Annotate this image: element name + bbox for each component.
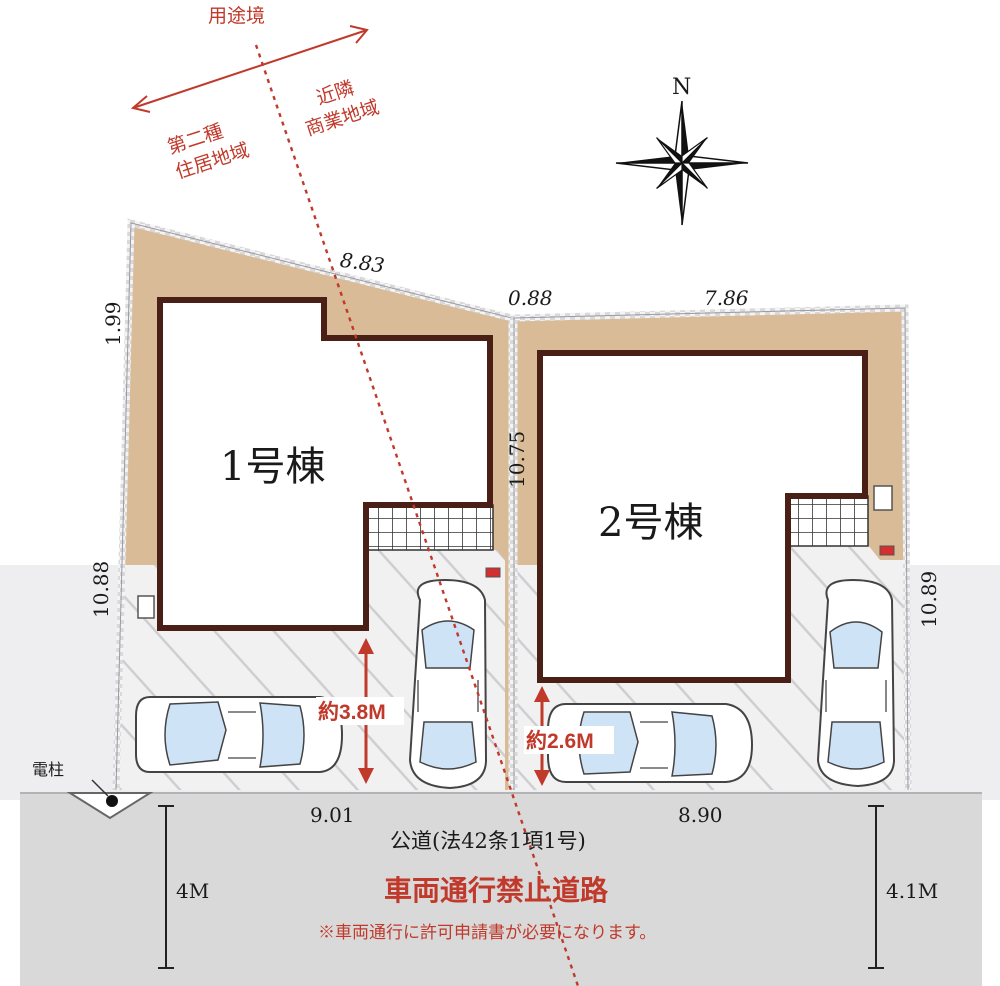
lot-2-depth-label: 約2.6M (526, 729, 594, 753)
dim-front-right: 8.90 (678, 803, 723, 827)
lot-1-label: 1号棟 (220, 444, 325, 490)
dim-left-upper: 1.99 (101, 301, 125, 346)
lot-2-label: 2号棟 (598, 500, 703, 546)
road-width-left: 4M (176, 879, 209, 903)
car-lot1-vertical (408, 578, 488, 790)
dim-left-lower: 10.88 (89, 561, 113, 618)
road-surface (20, 793, 982, 986)
lot-1 (112, 218, 516, 791)
lot-1-house (157, 297, 493, 631)
zone-right-line-2: 商業地域 (303, 96, 382, 140)
pole-label: 電柱 (32, 760, 64, 779)
road-restriction: 車両通行禁止道路 (384, 874, 609, 907)
road-name: 公道(法42条1項1号) (390, 829, 586, 853)
car-lot1-horizontal (135, 696, 344, 773)
utility-pole (106, 795, 118, 807)
lot-1-water-meter (485, 567, 501, 578)
zone-boundary-label: 用途境 (208, 5, 265, 27)
dim-front-left: 9.01 (310, 803, 355, 827)
lot-2-terrace (787, 495, 869, 547)
lot-1-depth-label: 約3.8M (318, 700, 386, 724)
road-note: ※車両通行に許可申請書が必要になります。 (318, 923, 656, 943)
compass-north-label: N (672, 75, 691, 100)
lot-1-meter-box (137, 595, 155, 619)
dim-top-right: 7.86 (704, 286, 749, 310)
lot-2 (510, 304, 912, 791)
car-lot2-vertical (816, 578, 896, 788)
lot-2-meter-box (873, 485, 893, 511)
lot-1-terrace (365, 504, 494, 551)
lot-2-house (537, 350, 868, 683)
road-width-right: 4.1M (886, 879, 938, 903)
road (20, 779, 982, 986)
dim-middle: 10.75 (505, 431, 529, 488)
zone-boundary-line (254, 44, 580, 986)
compass-rose (615, 100, 749, 226)
dim-right: 10.89 (917, 571, 941, 628)
dim-top-middle: 0.88 (508, 286, 553, 310)
lot-2-water-meter (879, 545, 895, 556)
zone-arrow (130, 25, 369, 113)
